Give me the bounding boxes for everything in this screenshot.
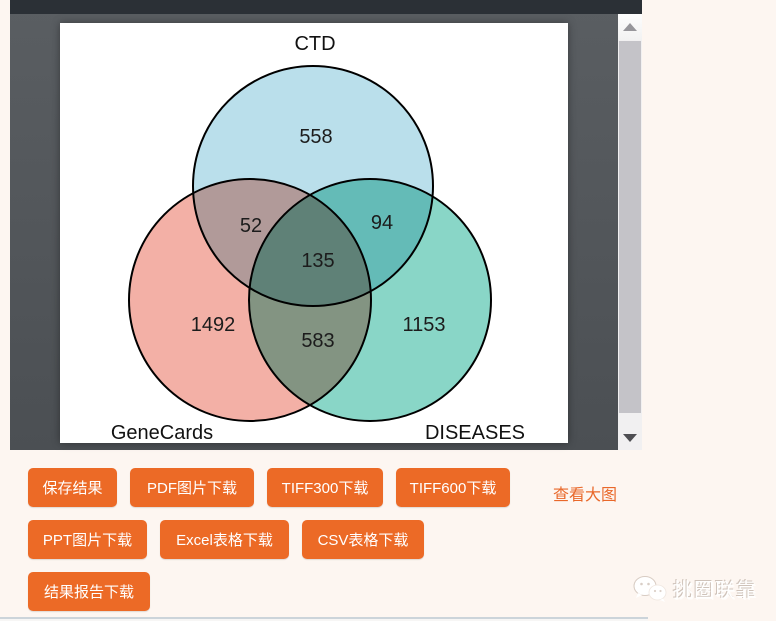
venn-title-ctd: CTD (294, 33, 335, 55)
bottom-divider-fill (0, 619, 648, 621)
venn-count-diseases-only: 1153 (402, 314, 445, 336)
pdf-download-button[interactable]: PDF图片下载 (130, 468, 254, 507)
venn-circle-diseases (248, 178, 492, 422)
venn-chart: CTD 558 52 94 135 1492 1153 583 GeneCard… (60, 23, 568, 443)
tiff300-download-button[interactable]: TIFF300下载 (267, 468, 383, 507)
venn-count-ctd-genecards: 52 (240, 215, 262, 237)
panel-topbar (10, 0, 642, 14)
triangle-down-icon (623, 434, 637, 442)
chat-bubbles-icon (633, 575, 667, 602)
watermark: 挑圈联靠 (632, 574, 757, 603)
view-large-link[interactable]: 查看大图 (553, 487, 618, 504)
ppt-download-button[interactable]: PPT图片下载 (28, 520, 147, 559)
button-row-2: PPT图片下载 Excel表格下载 CSV表格下载 (28, 520, 424, 559)
bottom-divider (0, 617, 648, 619)
venn-count-ctd-diseases: 94 (371, 212, 393, 234)
tiff600-download-button[interactable]: TIFF600下载 (396, 468, 510, 507)
scroll-down-button[interactable] (618, 426, 642, 450)
button-row-1: 保存结果 PDF图片下载 TIFF300下载 TIFF600下载 (28, 468, 510, 507)
plot-panel: CTD 558 52 94 135 1492 1153 583 GeneCard… (10, 0, 642, 450)
scrollbar-thumb[interactable] (619, 41, 641, 413)
save-results-button[interactable]: 保存结果 (28, 468, 117, 507)
scroll-up-button[interactable] (618, 14, 642, 40)
venn-label-diseases: DISEASES (425, 422, 525, 443)
scrollbar[interactable] (618, 14, 642, 450)
venn-count-all-three: 135 (301, 250, 334, 272)
venn-count-ctd-only: 558 (299, 126, 332, 148)
watermark-text: 挑圈联靠 (673, 580, 757, 602)
button-row-3: 结果报告下载 (28, 572, 150, 611)
venn-count-genecards-only: 1492 (191, 314, 236, 336)
triangle-up-icon (623, 23, 637, 31)
excel-download-button[interactable]: Excel表格下载 (160, 520, 289, 559)
venn-svg: CTD 558 52 94 135 1492 1153 583 GeneCard… (60, 23, 568, 443)
venn-label-genecards: GeneCards (111, 422, 213, 443)
venn-count-genecards-diseases: 583 (301, 330, 334, 352)
report-download-button[interactable]: 结果报告下载 (28, 572, 150, 611)
csv-download-button[interactable]: CSV表格下载 (302, 520, 424, 559)
